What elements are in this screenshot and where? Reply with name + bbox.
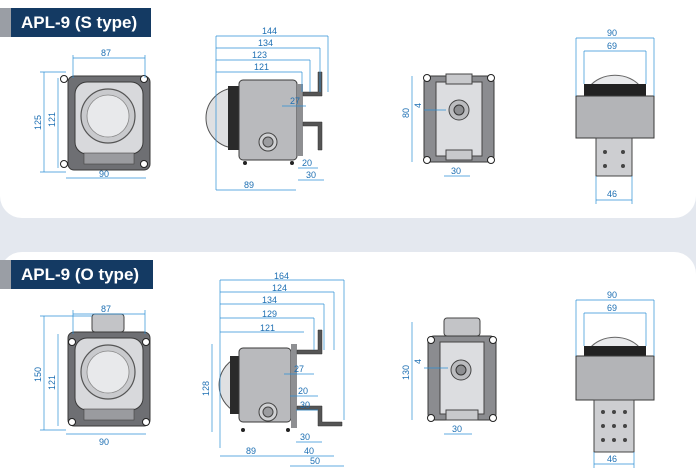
dim-label: 128	[201, 381, 211, 396]
section-title-tab: APL-9 (S type)	[0, 8, 152, 37]
dim-label: 121	[47, 375, 57, 390]
dim-label: 90	[99, 437, 109, 447]
dim-label: 69	[607, 41, 617, 51]
dim-label: 4	[413, 359, 423, 364]
dim-label: 46	[607, 454, 617, 464]
dim-label: 129	[262, 309, 277, 319]
rear-view	[423, 73, 495, 164]
s-type-panel: APL-9 (S type) 87 90 125 121	[0, 0, 696, 218]
dim-label: 130	[401, 365, 411, 380]
dim-label: 20	[302, 158, 312, 168]
side-dimensions: 164 124 134 129 121 27 20 30 30 89 40	[201, 271, 345, 467]
o-type-drawings: 87 90 150 121 164 124	[33, 271, 655, 468]
dim-label: 123	[252, 50, 267, 60]
dim-label: 30	[452, 424, 462, 434]
dim-label: 30	[306, 170, 316, 180]
front-dimensions: 87 90 125 121	[33, 48, 146, 179]
dim-label: 30	[451, 166, 461, 176]
side-view	[218, 329, 343, 432]
dim-label: 150	[33, 367, 43, 382]
s-type-drawings: 87 90 125 121 144 134	[33, 26, 655, 204]
dim-label: 89	[244, 180, 254, 190]
dim-label: 124	[272, 283, 287, 293]
dim-label: 4	[413, 103, 423, 108]
dim-label: 134	[258, 38, 273, 48]
dim-label: 30	[300, 432, 310, 442]
dim-label: 20	[298, 386, 308, 396]
dim-label: 164	[274, 271, 289, 281]
dim-label: 121	[47, 112, 57, 127]
dim-label: 27	[294, 364, 304, 374]
dim-label: 90	[607, 28, 617, 38]
top-view	[575, 336, 655, 453]
front-view	[67, 313, 151, 427]
dim-label: 121	[254, 62, 269, 72]
front-dimensions: 87 90 150 121	[33, 304, 146, 447]
rear-dimensions: 80 4 30	[401, 76, 470, 177]
section-title: APL-9 (S type)	[11, 8, 152, 37]
dim-label: 121	[260, 323, 275, 333]
dim-label: 134	[262, 295, 277, 305]
front-view	[60, 75, 151, 171]
top-dimensions: 90 69 46	[575, 290, 655, 468]
rear-view	[427, 317, 497, 422]
dim-label: 87	[101, 48, 111, 58]
dim-label: 69	[607, 303, 617, 313]
top-dimensions: 90 69 46	[575, 28, 655, 204]
dim-label: 27	[290, 96, 300, 106]
side-view	[205, 71, 323, 165]
dim-label: 89	[246, 446, 256, 456]
dim-label: 40	[304, 446, 314, 456]
dim-label: 30	[300, 400, 310, 410]
top-view	[575, 74, 655, 177]
section-title: APL-9 (O type)	[11, 260, 154, 289]
dim-label: 90	[99, 169, 109, 179]
section-title-tab: APL-9 (O type)	[0, 260, 154, 289]
dim-label: 50	[310, 456, 320, 466]
dim-label: 90	[607, 290, 617, 300]
dim-label: 46	[607, 189, 617, 199]
o-type-panel: APL-9 (O type) 87 90 150 121	[0, 252, 696, 476]
dim-label: 144	[262, 26, 277, 36]
rear-dimensions: 130 4 30	[401, 322, 472, 435]
dim-label: 125	[33, 115, 43, 130]
dim-label: 80	[401, 108, 411, 118]
dim-label: 87	[101, 304, 111, 314]
side-dimensions: 144 134 123 121 27 20 30 89	[215, 26, 329, 191]
